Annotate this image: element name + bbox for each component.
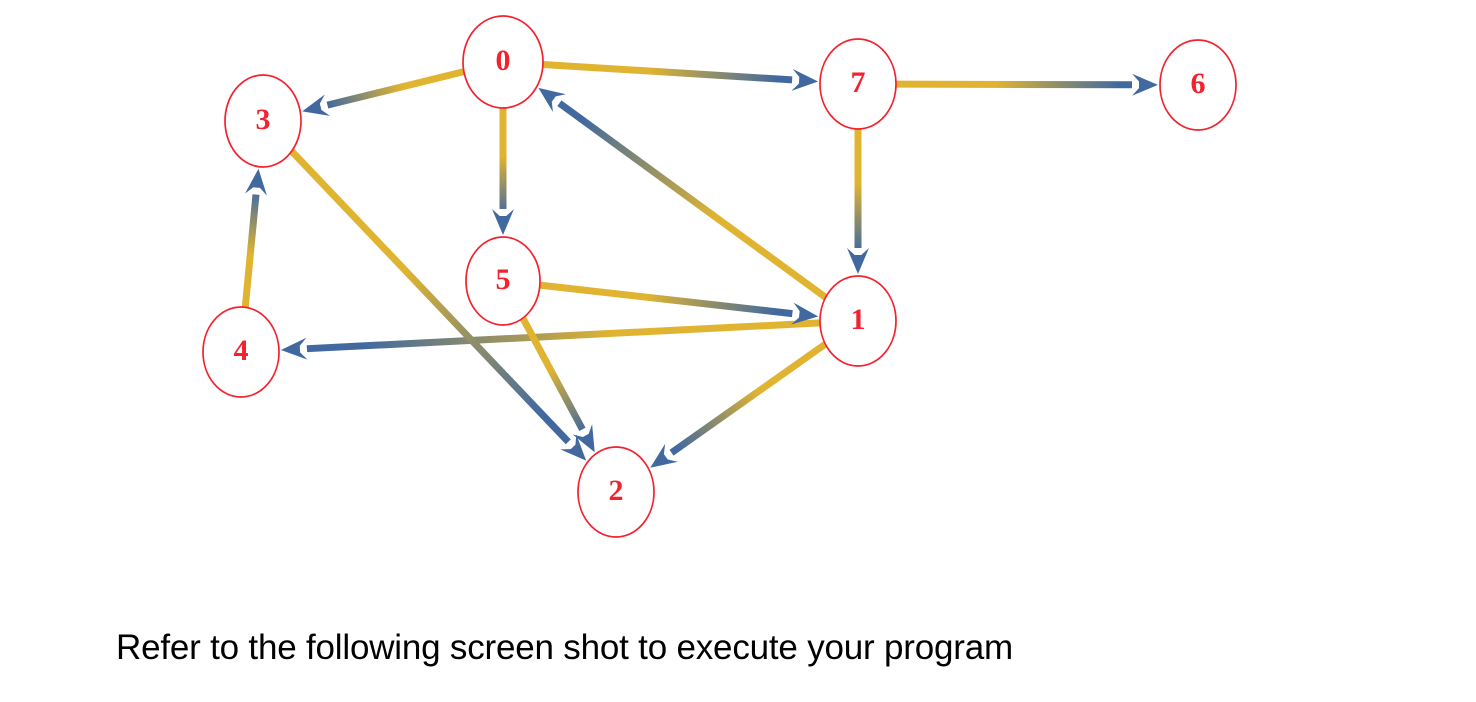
- graph-edge-5-1: [539, 281, 819, 325]
- edge-line: [326, 68, 465, 109]
- node-ellipse: [819, 38, 897, 130]
- edge-arrowhead: [560, 434, 587, 461]
- edge-arrowhead: [538, 87, 566, 113]
- graph-node-7[interactable]: 7: [819, 38, 897, 130]
- node-ellipse: [224, 74, 302, 168]
- graph-node-4[interactable]: 4: [202, 306, 280, 398]
- graph-node-1[interactable]: 1: [819, 275, 897, 367]
- edge-arrowhead: [302, 94, 331, 116]
- graph-edge-0-7: [542, 60, 819, 91]
- edge-arrowhead: [847, 248, 869, 274]
- edge-arrowhead: [650, 443, 678, 468]
- edge-arrowhead: [280, 337, 308, 360]
- node-label: 0: [496, 44, 511, 77]
- node-label: 6: [1191, 67, 1206, 100]
- graph-edge-3-2: [289, 148, 587, 461]
- node-ellipse: [202, 306, 280, 398]
- edge-arrowhead: [572, 424, 595, 453]
- graph-node-6[interactable]: 6: [1159, 39, 1237, 131]
- graph-node-0[interactable]: 0: [462, 15, 544, 109]
- node-label: 4: [234, 334, 249, 367]
- graph-edge-1-0: [538, 87, 828, 301]
- edge-layer: [241, 60, 1158, 468]
- graph-edge-5-2: [519, 316, 595, 453]
- edge-arrowhead: [1131, 73, 1158, 96]
- graph-edge-1-2: [650, 341, 828, 468]
- graph-edge-0-5: [492, 108, 514, 235]
- edge-arrowhead: [791, 302, 819, 325]
- edge-line: [519, 316, 586, 431]
- edge-arrowhead: [245, 168, 267, 196]
- node-ellipse: [819, 275, 897, 367]
- edge-line: [557, 100, 828, 301]
- node-label: 3: [256, 103, 271, 136]
- edge-arrowhead: [791, 68, 819, 91]
- graph-edge-7-6: [895, 73, 1158, 96]
- node-ellipse: [577, 446, 655, 538]
- graph-edge-7-1: [847, 129, 869, 274]
- edge-line: [306, 319, 821, 353]
- graph-node-2[interactable]: 2: [577, 446, 655, 538]
- node-label: 1: [851, 303, 866, 336]
- node-ellipse: [462, 15, 544, 109]
- graph-node-3[interactable]: 3: [224, 74, 302, 168]
- edge-line: [895, 80, 1133, 89]
- caption-text: Refer to the following screen shot to ex…: [116, 628, 1013, 667]
- edge-line: [539, 281, 793, 318]
- edge-line: [241, 194, 260, 308]
- graph-edge-0-3: [302, 68, 465, 116]
- node-ellipse: [465, 236, 541, 326]
- node-layer: 0 1 2 3 4 5 6 7: [202, 15, 1237, 538]
- edge-line: [669, 341, 828, 456]
- node-label: 2: [609, 474, 624, 507]
- node-label: 7: [851, 66, 866, 99]
- node-label: 5: [496, 263, 511, 296]
- graph-edge-1-4: [280, 319, 821, 360]
- edge-line: [289, 148, 571, 445]
- graph-node-5[interactable]: 5: [465, 236, 541, 326]
- node-ellipse: [1159, 39, 1237, 131]
- edge-line: [542, 60, 793, 84]
- graph-edge-4-3: [241, 168, 267, 308]
- edge-arrowhead: [492, 209, 514, 235]
